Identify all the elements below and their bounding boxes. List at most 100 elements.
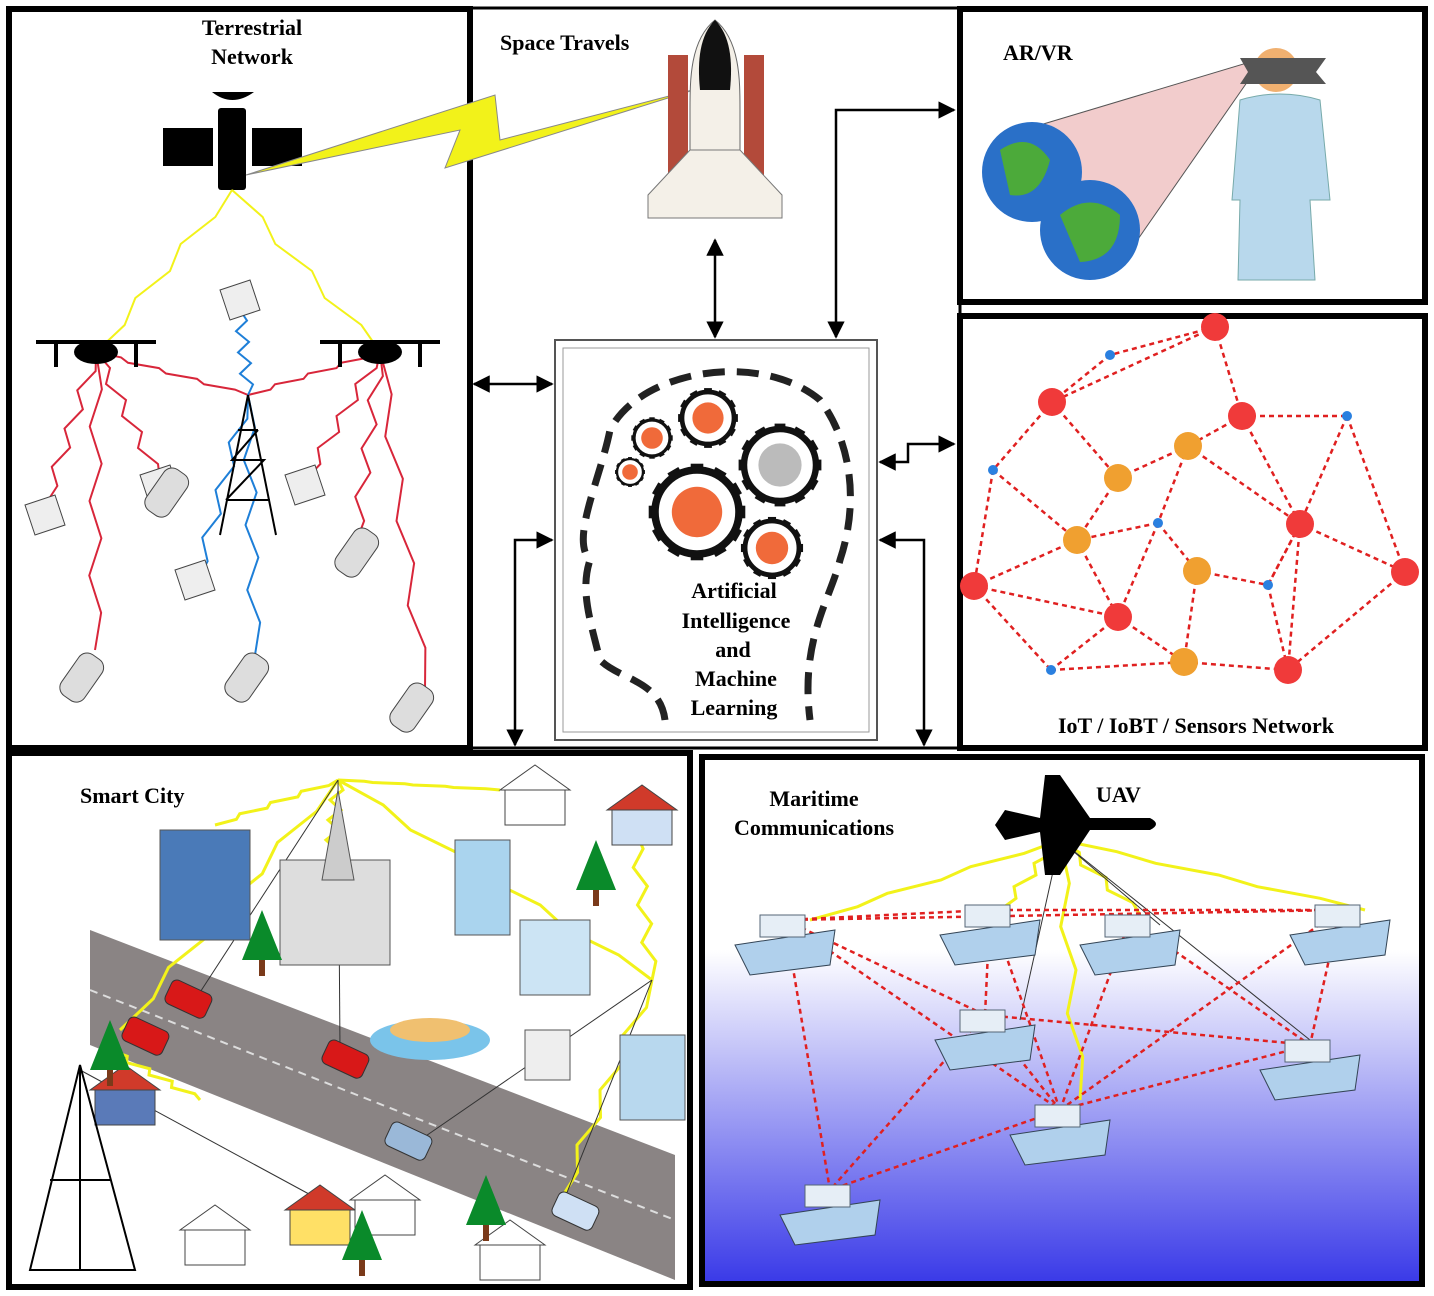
sensor-node	[1170, 648, 1198, 676]
sensor-node	[1174, 432, 1202, 460]
ship-cabin	[1034, 1104, 1081, 1128]
tree-crown	[342, 1210, 382, 1260]
sensor-node	[960, 572, 988, 600]
ship-cabin	[964, 904, 1011, 928]
antenna-tower-icon	[321, 789, 355, 881]
house-wall	[479, 1244, 541, 1281]
car-icon	[384, 1121, 433, 1161]
gear-icon	[648, 463, 746, 561]
ship-cabin	[959, 1009, 1006, 1033]
ai-label-3: and	[715, 637, 750, 662]
ship-cabin	[804, 1184, 851, 1208]
house-roof	[498, 764, 572, 791]
wireless-link	[354, 351, 384, 546]
phone-icon	[389, 682, 435, 733]
wireless-link	[214, 778, 339, 827]
sensor-link	[1182, 570, 1199, 663]
house-roof	[348, 1174, 422, 1201]
sensor-node	[1046, 665, 1056, 675]
wireless-link	[95, 189, 233, 353]
ship-icon	[1289, 904, 1391, 966]
building-icon	[454, 839, 511, 936]
cell-tower-icon	[219, 394, 277, 536]
sensor-node	[988, 465, 998, 475]
house-icon	[88, 1064, 162, 1126]
sensor-link	[1266, 584, 1290, 671]
sensor-link	[1051, 354, 1111, 403]
tree-trunk	[259, 960, 265, 976]
arvr-title: AR/VR	[1003, 40, 1074, 65]
laptop-icon	[174, 559, 216, 601]
ship-link	[1058, 919, 1132, 1111]
tree-trunk	[359, 1260, 365, 1276]
laptop-body	[174, 559, 216, 601]
sensor-node	[1201, 313, 1229, 341]
sensor-node	[1263, 580, 1273, 590]
ship-cabin	[759, 914, 806, 938]
house-icon	[283, 1184, 357, 1246]
ship-link	[984, 1013, 1311, 1047]
sensor-link	[973, 538, 1078, 588]
sensor-link	[1076, 521, 1159, 542]
sensor-node	[1038, 388, 1066, 416]
sensor-node	[1183, 557, 1211, 585]
house-roof	[178, 1204, 252, 1231]
sensor-link	[973, 584, 1119, 619]
sensor-link	[1075, 539, 1120, 618]
car-icon	[551, 1191, 600, 1231]
tree-trunk	[593, 890, 599, 906]
ship-icon	[939, 904, 1041, 966]
house-roof	[283, 1184, 357, 1211]
laptop-icon	[24, 494, 66, 536]
building-icon	[519, 919, 591, 996]
sensor-node	[1228, 402, 1256, 430]
ship-cabin	[1104, 914, 1151, 938]
ship-icon	[934, 1009, 1036, 1071]
sensor-link	[1157, 522, 1198, 572]
wireless-link	[304, 351, 381, 481]
wireless-link	[88, 351, 103, 651]
sensor-node	[1274, 656, 1302, 684]
wireless-link	[631, 829, 658, 981]
ship-icon	[1079, 914, 1181, 976]
island-icon	[390, 1018, 470, 1042]
tree-icon	[576, 840, 616, 906]
sensor-link	[1286, 523, 1302, 671]
sensor-node	[1104, 464, 1132, 492]
wireless-link	[194, 394, 249, 586]
drone-icon	[36, 340, 156, 367]
ai-label-2: Intelligence	[682, 608, 791, 633]
sensor-link	[1109, 325, 1216, 357]
laptop-body	[284, 464, 326, 506]
wireless-link	[95, 351, 161, 481]
sensor-link	[1287, 571, 1406, 671]
gear-hub	[671, 486, 723, 538]
house-wall	[289, 1209, 351, 1246]
sensor-link	[992, 469, 1078, 541]
sensor-node	[1286, 510, 1314, 538]
sensor-link	[1240, 415, 1302, 525]
house-roof	[605, 784, 679, 811]
wireless-link	[95, 351, 249, 396]
drone-icon	[320, 340, 440, 367]
wireless-link	[231, 189, 381, 353]
house-wall	[184, 1229, 246, 1266]
ship-icon	[734, 914, 836, 976]
tree-trunk	[107, 1070, 113, 1086]
house-icon	[348, 1174, 422, 1236]
house-icon	[473, 1219, 547, 1281]
smart-city-panel	[6, 750, 693, 1290]
maritime-panel	[699, 754, 1425, 1287]
wireless-link	[379, 351, 427, 691]
wireless-link	[558, 979, 654, 1201]
ship-cabin	[1284, 1039, 1331, 1063]
iot-title: IoT / IoBT / Sensors Network	[1058, 713, 1335, 738]
laptop-body	[24, 494, 66, 536]
sensor-node	[1063, 526, 1091, 554]
drone-body	[358, 340, 402, 364]
house-icon	[178, 1204, 252, 1266]
head-outline	[579, 368, 854, 721]
link-line	[1059, 839, 1311, 1041]
ai-label-4: Machine	[695, 666, 777, 691]
ship-icon	[1009, 1104, 1111, 1166]
